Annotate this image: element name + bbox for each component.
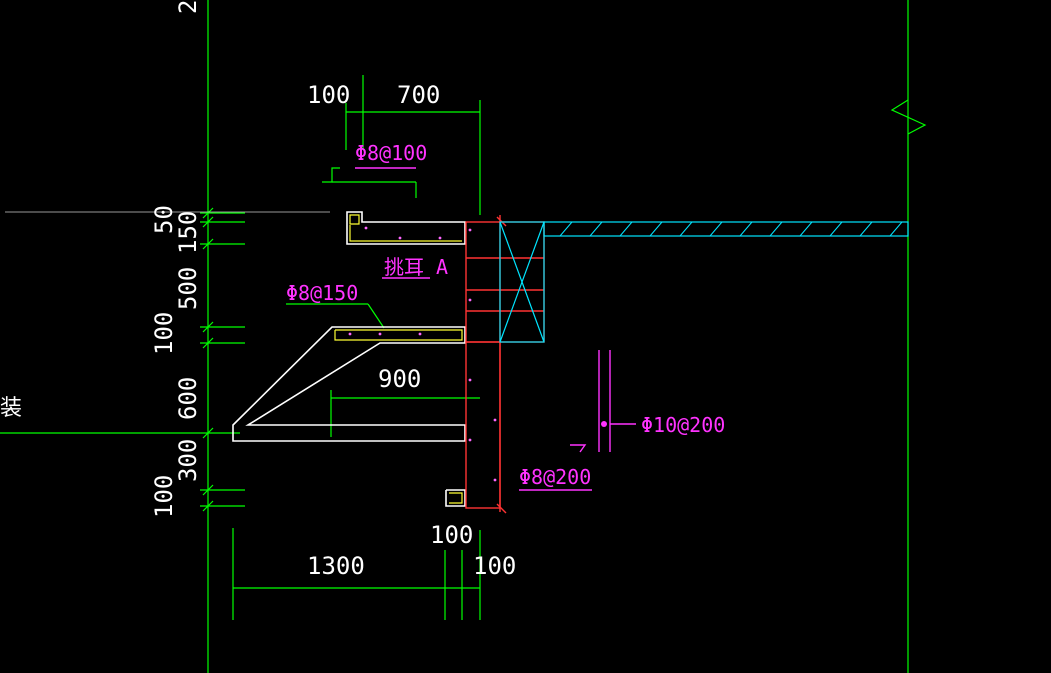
dim-left-50: 50	[150, 205, 178, 234]
dim-left-300: 300	[174, 439, 202, 482]
concrete-outline	[232, 211, 466, 507]
rebar-marker	[601, 421, 607, 427]
rebar-label-right: Φ10@200	[641, 413, 725, 437]
side-note: 装	[0, 396, 22, 421]
dim-left-600: 600	[174, 377, 202, 420]
dim-left-150: 150	[174, 211, 202, 254]
rebar-label-top: Φ8@100	[355, 141, 427, 165]
stirrups	[465, 215, 545, 514]
rebar-label-wall: Φ8@200	[519, 465, 591, 489]
dim-left-500: 500	[174, 267, 202, 310]
dim-top-partial: 2	[174, 0, 202, 14]
dim-bottom-1300: 1300	[307, 552, 365, 580]
dim-bottom-100a: 100	[430, 521, 473, 549]
dim-top-100: 100	[307, 81, 350, 109]
dim-top-700: 700	[397, 81, 440, 109]
rebar-label-mid: Φ8@150	[286, 281, 358, 305]
slab-hatch	[543, 221, 909, 237]
dim-ticks	[202, 207, 214, 512]
dim-900: 900	[378, 365, 421, 393]
dim-bottom-100b: 100	[473, 552, 516, 580]
ear-label: 挑耳 A	[384, 255, 448, 279]
beam-section	[499, 221, 545, 343]
rebar-right-element	[355, 167, 636, 491]
inner-outline	[334, 214, 463, 504]
dim-left-100b: 100	[150, 475, 178, 518]
rebar-dots	[348, 226, 497, 482]
dim-left-100a: 100	[150, 312, 178, 355]
